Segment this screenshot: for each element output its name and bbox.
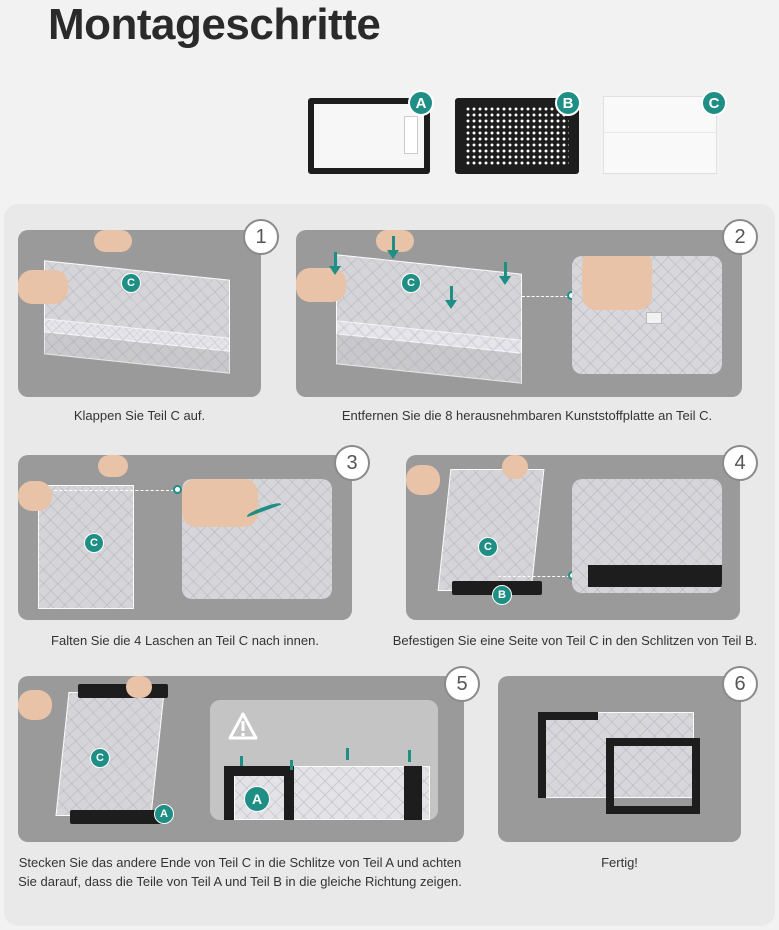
step-1-caption: Klappen Sie Teil C auf.	[73, 408, 206, 423]
step-2-image: C	[296, 230, 742, 397]
step-6-number: 6	[722, 666, 758, 702]
step-6-image	[498, 676, 741, 842]
step-4-label-b: B	[492, 585, 512, 605]
part-b-image: B	[455, 90, 581, 176]
step-4-caption: Befestigen Sie eine Seite von Teil C in …	[392, 633, 758, 648]
step-5-number: 5	[444, 666, 480, 702]
step-4-label-c: C	[478, 537, 498, 557]
part-c-badge: C	[701, 90, 727, 116]
warning-icon	[228, 712, 258, 740]
part-a-image: A	[308, 90, 434, 176]
step-5-label-c: C	[90, 748, 110, 768]
step-1-image: C	[18, 230, 261, 397]
step-5-caption-line1: Stecken Sie das andere Ende von Teil C i…	[18, 855, 462, 870]
step-5-caption-line2: Sie darauf, dass die Teile von Teil A un…	[18, 874, 462, 889]
step-3-caption: Falten Sie die 4 Laschen an Teil C nach …	[51, 633, 319, 648]
step-3-number: 3	[334, 445, 370, 481]
step-3-image: C	[18, 455, 352, 620]
step-5-image: C A A	[18, 676, 464, 842]
step-5-label-a: A	[154, 804, 174, 824]
step-5-inset-label-a: A	[244, 786, 270, 812]
step-1-label-c: C	[121, 273, 141, 293]
step-2-caption: Entfernen Sie die 8 herausnehmbaren Kuns…	[341, 408, 713, 423]
step-4-number: 4	[722, 445, 758, 481]
step-4-image: C B	[406, 455, 740, 620]
part-c-image: C	[603, 90, 729, 176]
step-2-label-c: C	[401, 273, 421, 293]
part-b-badge: B	[555, 90, 581, 116]
part-a-badge: A	[408, 90, 434, 116]
step-3-label-c: C	[84, 533, 104, 553]
step-6-caption: Fertig!	[601, 855, 638, 870]
page-title: Montageschritte	[48, 0, 381, 49]
step-2-number: 2	[722, 219, 758, 255]
step-1-number: 1	[243, 219, 279, 255]
